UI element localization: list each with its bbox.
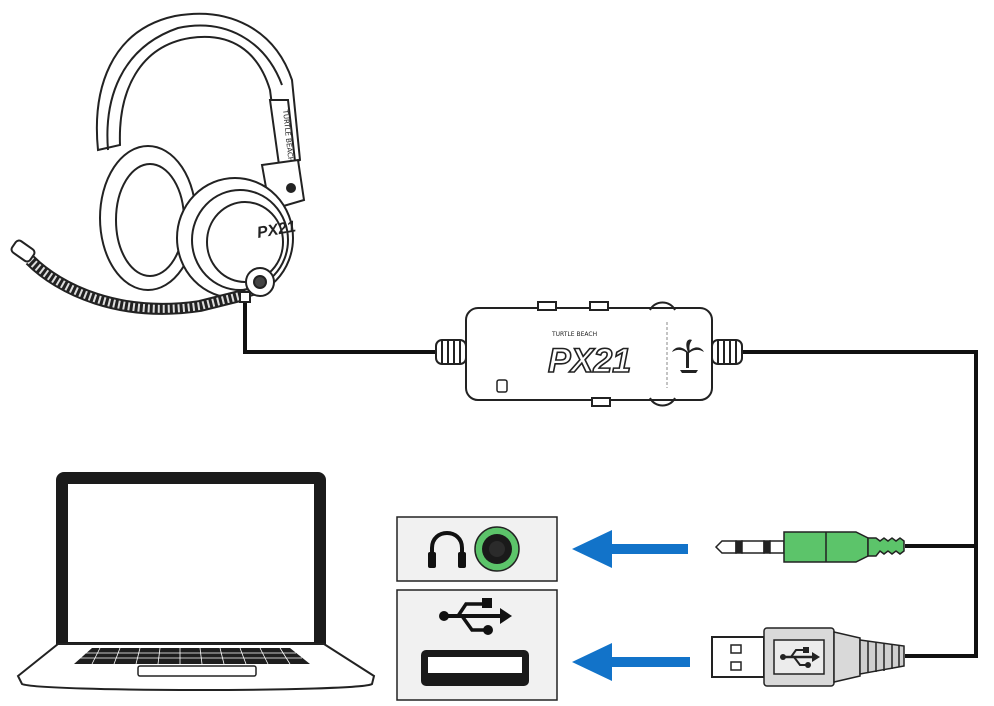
amp-right-strain-relief <box>711 339 743 365</box>
amp-model-label: PX21 <box>548 342 631 380</box>
headphone-icon <box>428 531 466 568</box>
audio-plug <box>714 531 905 563</box>
audio-arrow-icon <box>572 530 688 568</box>
usb-arrow-icon <box>572 643 690 681</box>
laptop-screen <box>68 484 314 642</box>
headset: TURTLE BEACH PX21 <box>10 12 306 315</box>
cables <box>243 300 978 658</box>
audio-jack-port <box>474 526 520 572</box>
usb-plug-usb-icon <box>780 647 820 668</box>
amp-mic-monitor-icon <box>496 379 508 393</box>
earcup-model-mark: PX21 <box>256 218 298 242</box>
laptop-keyboard <box>74 648 310 664</box>
laptop <box>16 472 376 691</box>
amp-left-strain-relief <box>435 339 467 365</box>
mic-tip <box>10 239 36 263</box>
headband <box>95 12 302 170</box>
port-panel <box>396 516 558 701</box>
usb-plug-strain-relief <box>859 639 905 675</box>
usb-icon <box>439 598 512 635</box>
audio-plug-tip <box>714 540 737 554</box>
palm-logo-icon <box>672 339 704 373</box>
usb-plug <box>711 627 905 687</box>
audio-plug-strain-relief <box>867 537 905 557</box>
arrows <box>572 530 690 681</box>
mic-boom <box>25 255 250 315</box>
amp-brand-text: TURTLE BEACH <box>551 331 597 338</box>
amp-to-split-cable <box>740 350 978 658</box>
amplifier: TURTLE BEACH PX21 <box>435 301 743 407</box>
usb-plug-neck <box>833 631 861 683</box>
laptop-trackpad <box>137 665 257 677</box>
usb-plug-metal <box>711 636 765 678</box>
usb-socket <box>421 650 529 686</box>
headset-to-amp-cable <box>243 300 440 354</box>
